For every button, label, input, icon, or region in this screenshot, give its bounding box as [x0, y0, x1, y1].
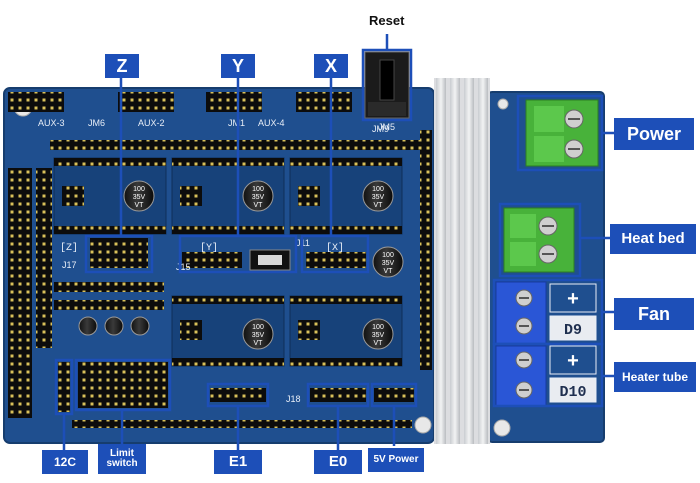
jumper-x: [306, 252, 366, 268]
outline-x: [300, 234, 370, 274]
header-e0: [310, 388, 366, 402]
svg-text:35V: 35V: [372, 332, 385, 339]
header-5v: [374, 388, 414, 402]
board-text-j18: J18: [286, 394, 301, 404]
mounting-hole: [497, 98, 509, 110]
header-jm1: [206, 92, 262, 112]
svg-text:VT: VT: [374, 340, 384, 347]
small-capacitor: [130, 316, 150, 336]
board-text-ylabel: [Y]: [200, 242, 218, 254]
board-text-aux2: AUX-2: [138, 118, 165, 128]
header-mid-left: [54, 282, 164, 292]
heatsink: [434, 78, 490, 444]
board-text-d10: D10: [559, 384, 586, 401]
label-y: Y: [221, 54, 255, 78]
board-text-aux4: AUX-4: [258, 118, 285, 128]
small-capacitor: [104, 316, 124, 336]
jumper-z: [90, 238, 148, 268]
header-right-col: [420, 130, 432, 370]
board-text-aux3: AUX-3: [38, 118, 65, 128]
label-z: Z: [105, 54, 139, 78]
mounting-hole: [414, 416, 432, 434]
header-ic-row: [54, 300, 164, 310]
board-text-jm9: JM9: [372, 124, 389, 134]
svg-text:VT: VT: [384, 268, 394, 275]
label-5v-power: 5V Power: [368, 448, 424, 472]
svg-text:100: 100: [372, 186, 384, 193]
board-text-plus: +: [567, 350, 579, 372]
board-text-j17: J17: [62, 260, 77, 270]
label-i2c: 12C: [42, 450, 88, 474]
board-text-jm6: JM6: [88, 118, 105, 128]
header-limit-switch: [78, 362, 168, 408]
svg-text:35V: 35V: [133, 194, 146, 201]
terminal-fan: [495, 281, 547, 345]
label-e1: E1: [214, 450, 262, 474]
board-text-j15: J15: [176, 262, 191, 272]
label-limit-switch: Limit switch: [98, 444, 146, 474]
svg-text:VT: VT: [135, 202, 145, 209]
label-heat-bed: Heat bed: [610, 224, 696, 254]
terminal-heat-bed: [503, 207, 575, 273]
svg-text:35V: 35V: [252, 332, 265, 339]
capacitor: 100 35V VT: [242, 180, 274, 212]
svg-text:100: 100: [252, 186, 264, 193]
capacitor: 100 35V VT: [123, 180, 155, 212]
reset-button: [364, 51, 410, 119]
svg-text:VT: VT: [254, 202, 264, 209]
outline-heat-bed: [498, 202, 582, 278]
label-heater-tube: Heater tube: [614, 362, 696, 392]
driver-slot-z: [53, 157, 167, 235]
header-aux2: [118, 92, 174, 112]
capacitor: 100 35V VT: [362, 180, 394, 212]
board-text-xlabel: [X]: [326, 242, 344, 254]
board-text-plus: +: [567, 288, 579, 310]
terminal-heater-tube: [495, 345, 547, 407]
leader-lines: [62, 34, 614, 450]
outline-z: [84, 234, 154, 274]
silk-plus-heater: [549, 345, 597, 375]
label-e0: E0: [314, 450, 362, 474]
header-e1: [210, 388, 266, 402]
mounting-hole: [493, 419, 511, 437]
svg-text:100: 100: [133, 186, 145, 193]
board-text-jm1: JM1: [228, 118, 245, 128]
svg-text:35V: 35V: [252, 194, 265, 201]
jumper-y: [182, 252, 242, 268]
svg-text:100: 100: [252, 324, 264, 331]
label-x: X: [314, 54, 348, 78]
capacitor: 100 35V VT: [362, 318, 394, 350]
label-fan: Fan: [614, 298, 694, 330]
header-bottom-row: [72, 420, 412, 428]
svg-text:VT: VT: [254, 340, 264, 347]
svg-text:100: 100: [372, 324, 384, 331]
svg-text:VT: VT: [374, 202, 384, 209]
label-reset: Reset: [369, 13, 405, 28]
header-aux4: [296, 92, 352, 112]
board-text-zlabel: [Z]: [60, 242, 78, 254]
silk-d10: [549, 377, 597, 403]
header-aux3: [8, 92, 64, 112]
capacitor: 100 35V VT: [242, 318, 274, 350]
board-text-jm5: JM5: [378, 122, 395, 132]
capacitor: 100 35V VT: [372, 246, 404, 278]
board-text-d9: D9: [564, 322, 582, 339]
small-capacitor: [78, 316, 98, 336]
svg-text:35V: 35V: [372, 194, 385, 201]
svg-text:100: 100: [382, 252, 394, 259]
header-left-col: [8, 168, 32, 418]
header-top-row: [50, 140, 420, 150]
svg-text:35V: 35V: [382, 260, 395, 267]
header-left-col2: [36, 168, 52, 348]
label-power: Power: [614, 118, 694, 150]
terminal-power: [525, 99, 599, 167]
silk-plus-fan: [549, 283, 597, 313]
header-i2c: [58, 362, 70, 412]
silk-d9: [549, 315, 597, 341]
